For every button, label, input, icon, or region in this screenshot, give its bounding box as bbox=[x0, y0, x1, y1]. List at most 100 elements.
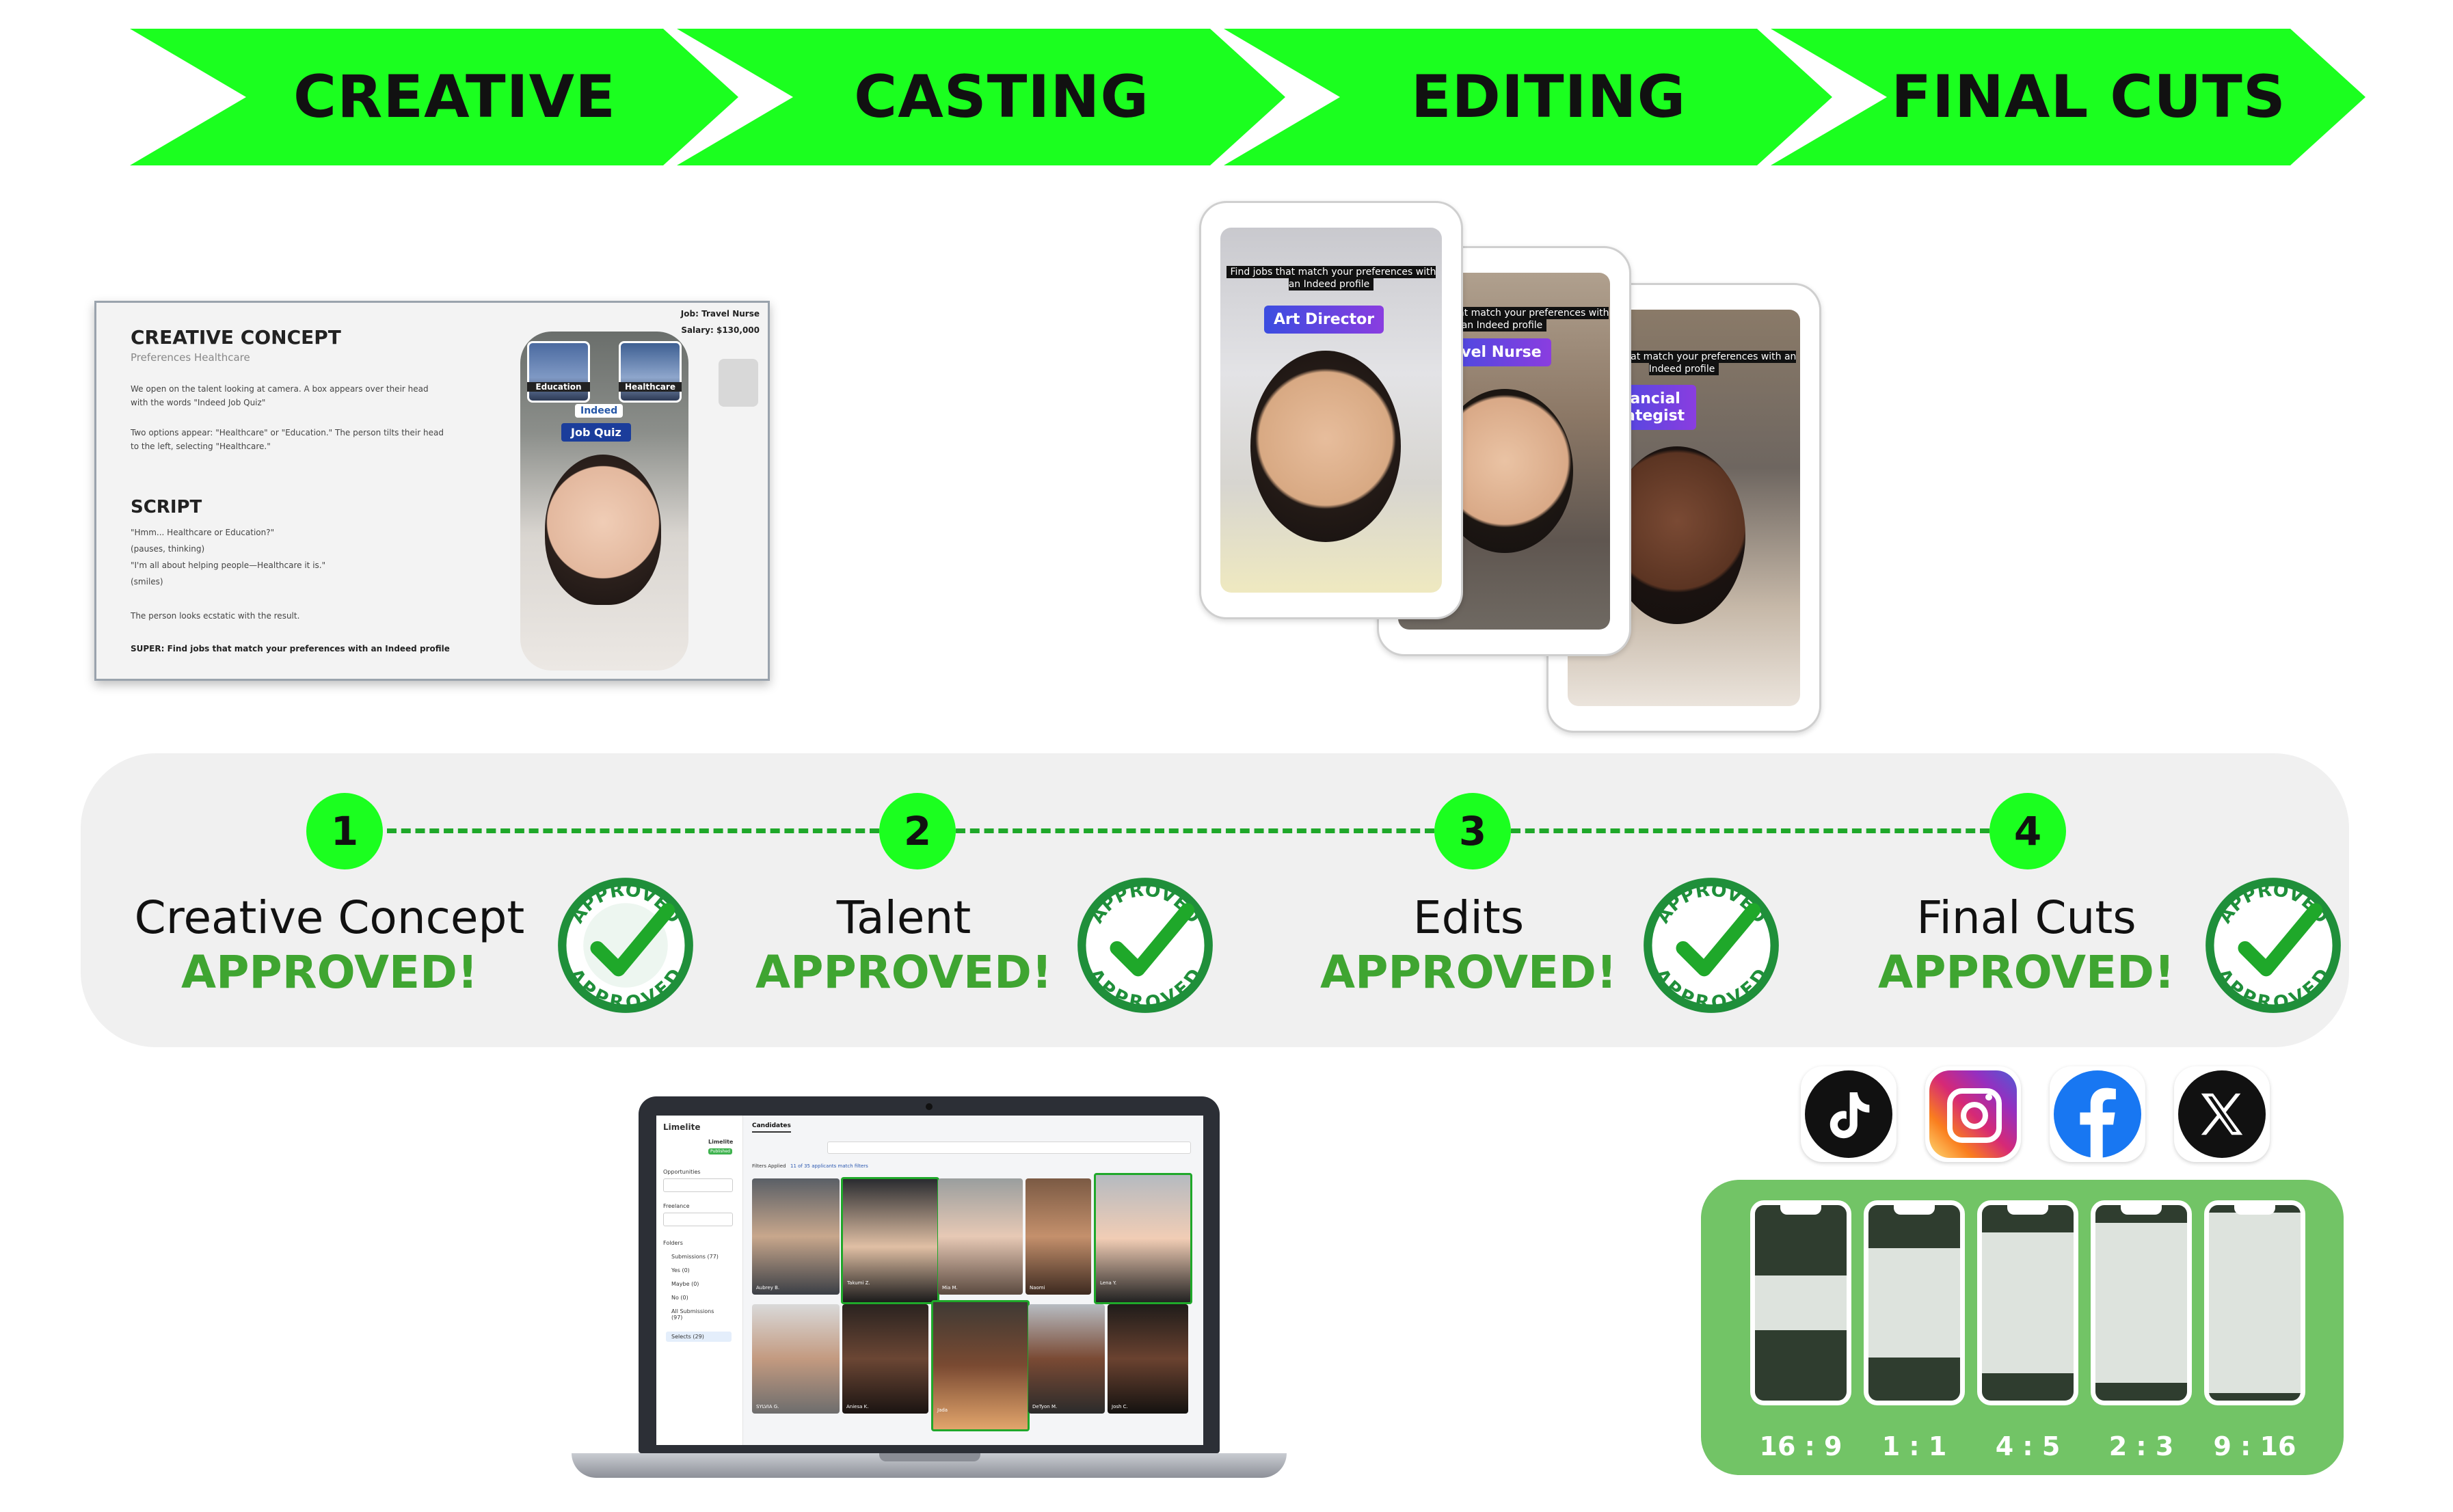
company-badge: Published bbox=[708, 1148, 732, 1155]
format-2-3-phone bbox=[2091, 1200, 2192, 1405]
sidebar-label-folders: Folders bbox=[663, 1240, 683, 1246]
facebook-icon bbox=[2050, 1066, 2145, 1162]
approval-band bbox=[81, 753, 2349, 1047]
salary-label: Salary: $130,000 bbox=[681, 325, 760, 335]
format-9-16-phone bbox=[2204, 1200, 2305, 1405]
slide-thumbnail bbox=[719, 359, 758, 407]
sidebar-label-freelance: Freelance bbox=[663, 1203, 690, 1209]
freelance-select[interactable] bbox=[663, 1213, 733, 1226]
x-icon bbox=[2174, 1066, 2270, 1162]
step-title-3: Edits bbox=[1412, 891, 1525, 944]
app-sidebar: Limelite Limelite Published Opportunitie… bbox=[656, 1116, 743, 1445]
tab-candidates[interactable]: Candidates bbox=[752, 1122, 791, 1133]
step-connector-3 bbox=[1511, 828, 1989, 833]
video-1-person bbox=[1250, 351, 1401, 542]
candidate-card-selected[interactable]: Takumi Z. bbox=[841, 1177, 939, 1304]
stage-final-cuts: FINAL CUTS bbox=[1771, 29, 2365, 165]
format-1-1-phone bbox=[1864, 1200, 1965, 1405]
script-line-3: "I'm all about helping people—Healthcare… bbox=[131, 561, 326, 570]
opportunities-select[interactable] bbox=[663, 1178, 733, 1192]
concept-para-2: Two options appear: "Healthcare" or "Edu… bbox=[131, 428, 444, 451]
candidate-name: Mia M. bbox=[942, 1285, 958, 1291]
format-label: 2 : 3 bbox=[2108, 1431, 2174, 1461]
casting-app-screen: Limelite Limelite Published Opportunitie… bbox=[656, 1116, 1203, 1445]
quiz-label: Job Quiz bbox=[561, 423, 631, 442]
step-number-1: 1 bbox=[306, 793, 383, 869]
step-title-2: Talent bbox=[836, 891, 971, 944]
laptop-notch bbox=[879, 1453, 980, 1461]
option-healthcare-label: Healthcare bbox=[619, 382, 682, 392]
creative-concept-slide: CREATIVE CONCEPT Preferences Healthcare … bbox=[94, 301, 770, 681]
approved-seal-icon: APPROVED APPROVED bbox=[1644, 878, 1779, 1014]
stage-casting: CASTING bbox=[677, 29, 1285, 165]
job-label: Job: Travel Nurse bbox=[680, 309, 760, 319]
laptop-camera bbox=[926, 1103, 933, 1110]
step-status-1: APPROVED! bbox=[180, 946, 479, 999]
folder-submissions[interactable]: Submissions (77) bbox=[671, 1254, 719, 1260]
concept-para-1: We open on the talent looking at camera.… bbox=[131, 384, 429, 407]
candidate-card[interactable]: Aniesa K. bbox=[842, 1304, 928, 1414]
candidate-name: SYLVIA G. bbox=[756, 1404, 779, 1409]
folder-maybe[interactable]: Maybe (0) bbox=[671, 1281, 699, 1287]
candidate-card[interactable]: SYLVIA G. bbox=[752, 1304, 840, 1414]
candidate-name: Naomi bbox=[1030, 1285, 1045, 1291]
video-3-person bbox=[1609, 446, 1745, 624]
concept-person bbox=[545, 455, 661, 605]
instagram-icon bbox=[1925, 1066, 2021, 1162]
candidate-card-selected[interactable]: Lena Y. bbox=[1094, 1173, 1192, 1304]
stage-label: FINAL CUTS bbox=[1891, 63, 2286, 131]
candidate-card[interactable]: Naomi bbox=[1026, 1178, 1091, 1295]
step-number-4: 4 bbox=[1989, 793, 2066, 869]
stage-label: CASTING bbox=[854, 63, 1149, 131]
option-healthcare-tile bbox=[619, 341, 682, 403]
concept-super: SUPER: Find jobs that match your prefere… bbox=[131, 644, 450, 653]
step-connector-1 bbox=[387, 828, 879, 833]
stage-label: EDITING bbox=[1410, 63, 1687, 131]
candidate-name: Lena Y. bbox=[1100, 1280, 1117, 1286]
approved-seal-icon: APPROVED APPROVED bbox=[2206, 878, 2341, 1014]
stage-editing: EDITING bbox=[1224, 29, 1832, 165]
script-line-4: (smiles) bbox=[131, 577, 163, 586]
sidebar-label-opportunities: Opportunities bbox=[663, 1169, 701, 1175]
tiktok-icon bbox=[1801, 1066, 1896, 1162]
folder-all-submissions[interactable]: All Submissions (97) bbox=[671, 1308, 714, 1321]
candidate-name: Aniesa K. bbox=[846, 1404, 869, 1409]
step-status-4: APPROVED! bbox=[1877, 946, 2175, 999]
format-16-9-phone bbox=[1750, 1200, 1851, 1405]
approved-seal-icon: APPROVED APPROVED bbox=[1077, 878, 1213, 1014]
candidate-name: Josh C. bbox=[1112, 1404, 1128, 1409]
match-text: 11 of 35 applicants match filters bbox=[790, 1163, 868, 1169]
step-title-4: Final Cuts bbox=[1916, 891, 2136, 944]
folder-yes[interactable]: Yes (0) bbox=[671, 1267, 690, 1273]
quiz-brand: Indeed bbox=[575, 404, 624, 418]
candidate-card[interactable]: Josh C. bbox=[1108, 1304, 1188, 1414]
candidate-name: Jada bbox=[937, 1407, 948, 1413]
video-3-caption: Find jobs that match your preferences wi… bbox=[1568, 351, 1800, 375]
candidate-card[interactable]: Aubrey B. bbox=[752, 1178, 840, 1295]
stage-label: CREATIVE bbox=[293, 63, 616, 131]
app-logo: Limelite bbox=[663, 1122, 701, 1132]
company-name: Limelite bbox=[708, 1139, 734, 1145]
filters-label: Filters Applied bbox=[752, 1163, 786, 1169]
video-1-screen: Find jobs that match your preferences wi… bbox=[1220, 228, 1442, 593]
format-4-5-phone bbox=[1977, 1200, 2078, 1405]
folder-selects[interactable]: Selects (29) bbox=[666, 1332, 732, 1342]
candidate-name: Aubrey B. bbox=[756, 1285, 780, 1291]
format-label: 16 : 9 bbox=[1759, 1431, 1842, 1461]
format-label: 1 : 1 bbox=[1881, 1431, 1947, 1461]
step-connector-2 bbox=[956, 828, 1434, 833]
format-label: 4 : 5 bbox=[1995, 1431, 2061, 1461]
folder-no[interactable]: No (0) bbox=[671, 1295, 688, 1301]
search-input[interactable] bbox=[827, 1142, 1191, 1154]
step-number-2: 2 bbox=[879, 793, 956, 869]
candidate-card[interactable]: DeTyon M. bbox=[1028, 1304, 1105, 1414]
candidate-card-selected[interactable]: Jada bbox=[931, 1300, 1030, 1431]
step-title-1: Creative Concept bbox=[134, 891, 525, 944]
format-label: 9 : 16 bbox=[2213, 1431, 2296, 1461]
step-status-2: APPROVED! bbox=[755, 946, 1053, 999]
option-education-label: Education bbox=[527, 382, 590, 392]
stage-creative: CREATIVE bbox=[130, 29, 738, 165]
concept-subtitle: Preferences Healthcare bbox=[131, 351, 250, 364]
candidate-name: DeTyon M. bbox=[1032, 1404, 1058, 1409]
candidate-card[interactable]: Mia M. bbox=[938, 1178, 1023, 1295]
